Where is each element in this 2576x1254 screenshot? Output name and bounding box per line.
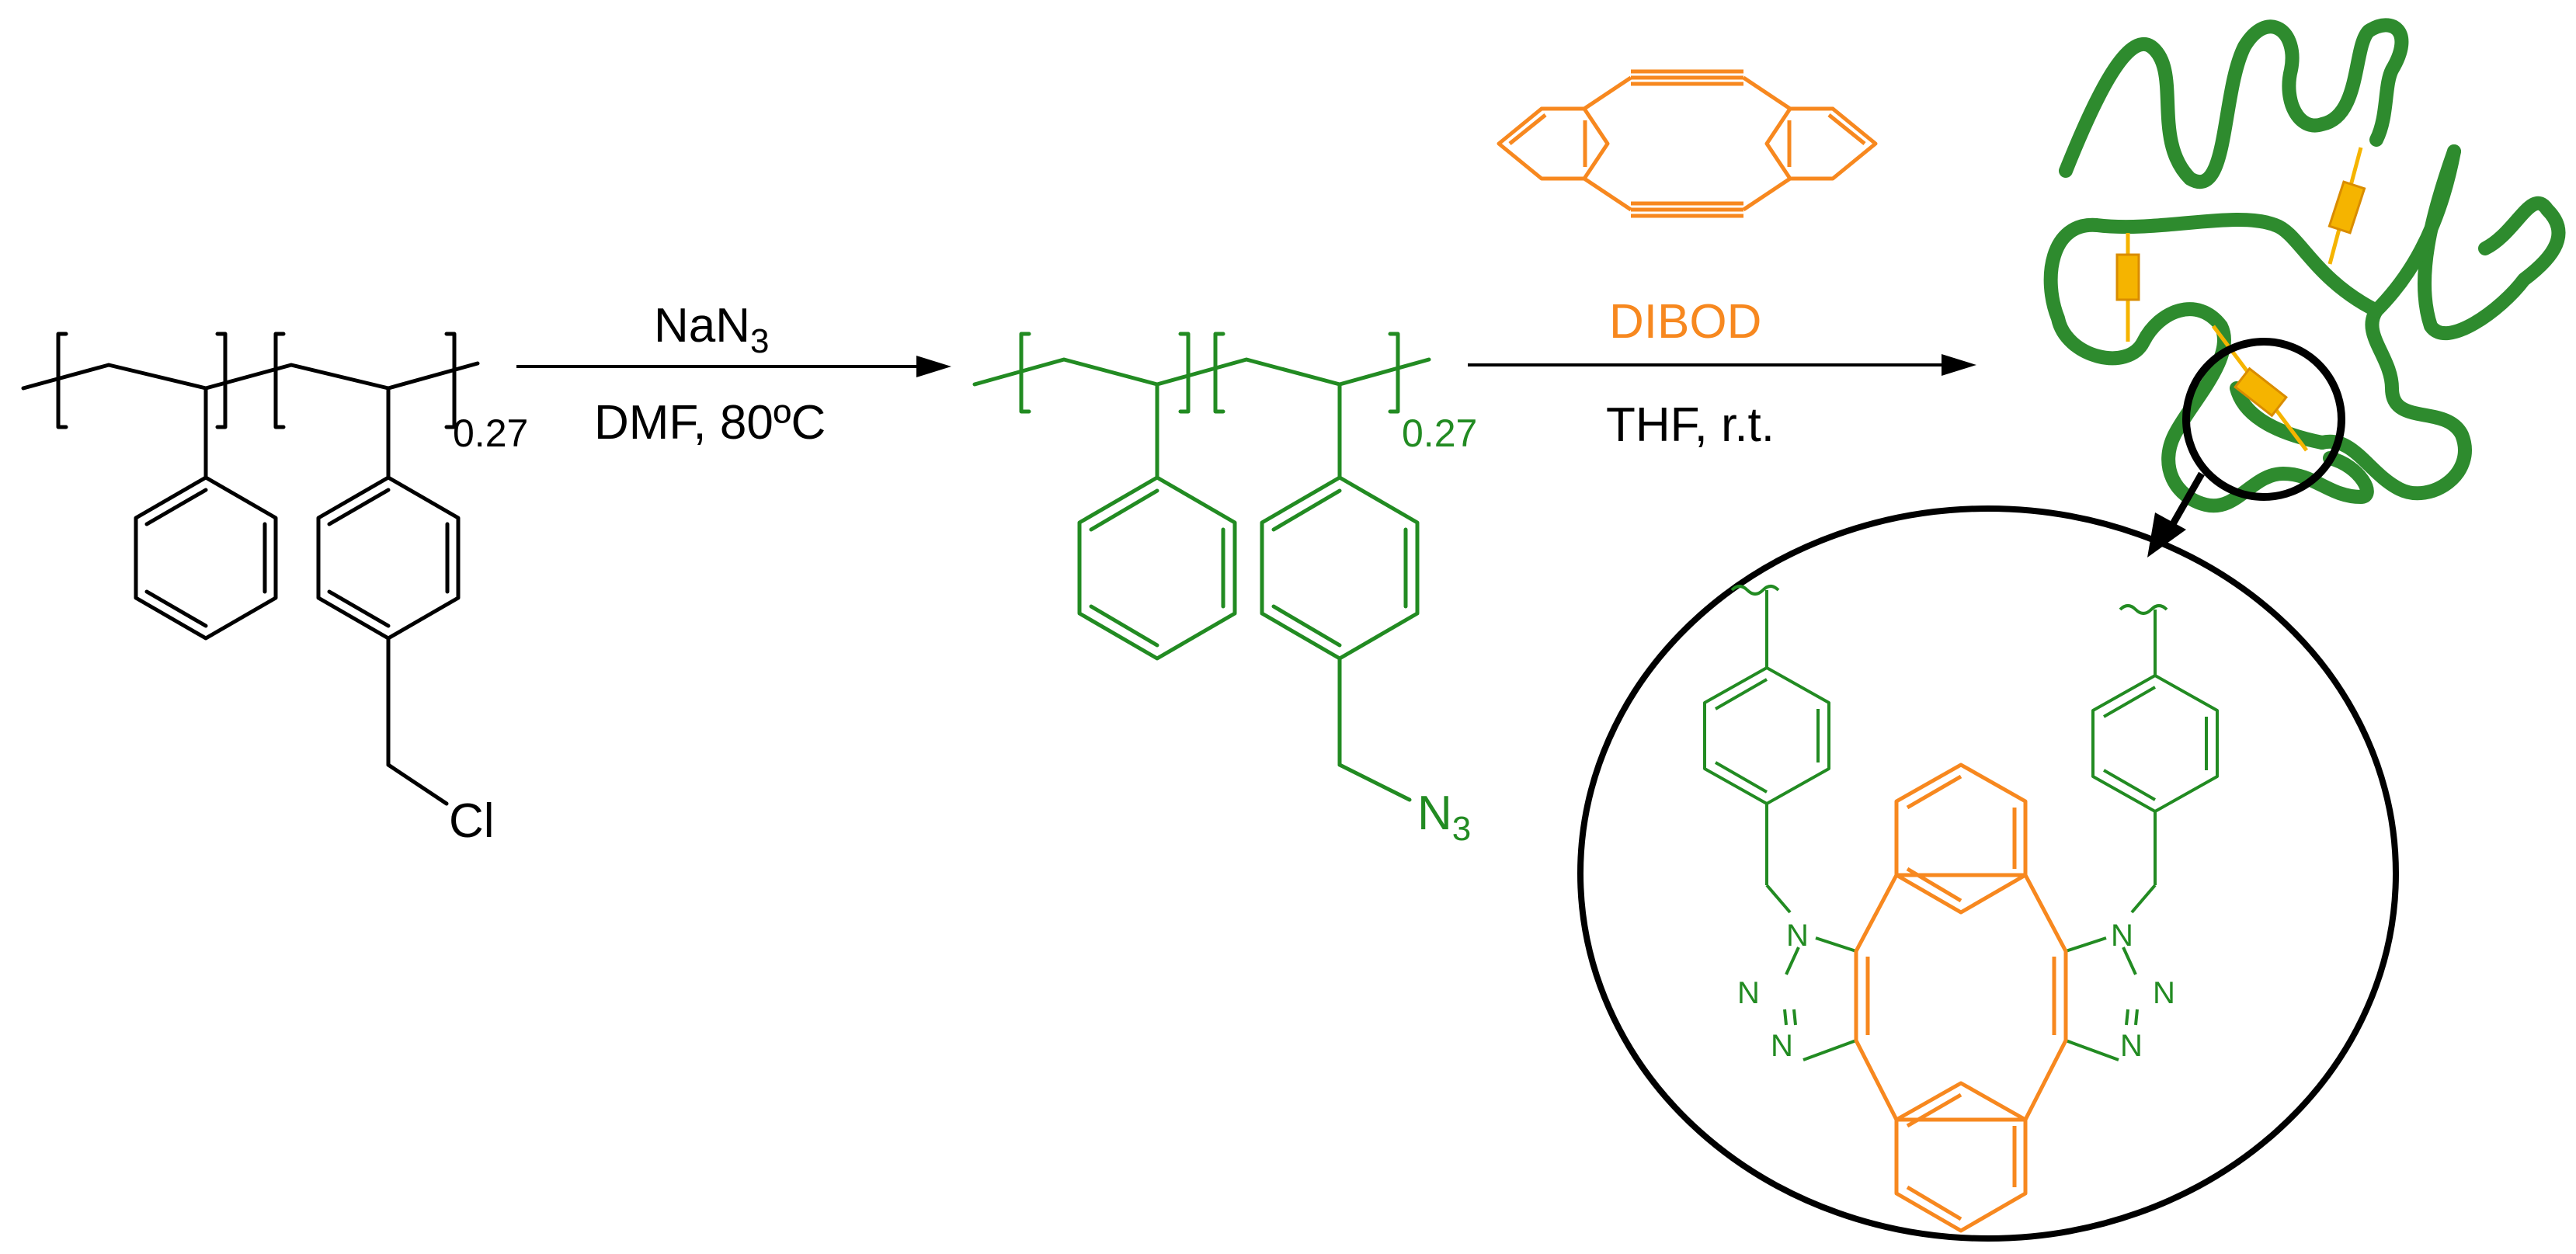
azide-label: N3: [1417, 787, 1471, 848]
zoom-circle: [1577, 505, 2399, 1242]
azide-copolymer-subscript: 0.27: [1402, 412, 1477, 455]
nitrogen-right-2: N: [2153, 976, 2175, 1010]
step2-conditions: THF, r.t.: [1606, 398, 1775, 452]
nitrogen-left-3: N: [1771, 1029, 1793, 1063]
crosslinked-chain: [2043, 18, 2566, 513]
nitrogen-left-2: N: [1737, 976, 1760, 1010]
dibod-structure: [1497, 69, 1878, 218]
step1-conditions: DMF, 80ºC: [594, 396, 826, 450]
reaction-arrow-1: [516, 356, 951, 377]
azide-copolymer: [972, 332, 1431, 802]
starting-copolymer: [21, 332, 480, 806]
copolymer-subscript: 0.27: [453, 412, 528, 455]
dibod-name: DIBOD: [1609, 295, 1761, 349]
reagent-sodium-azide: NaN3: [654, 299, 770, 360]
zoom-detail-green: [1703, 585, 2219, 1061]
nitrogen-right-1: N: [2111, 919, 2133, 953]
nitrogen-left-1: N: [1786, 919, 1809, 953]
chloride-label: Cl: [449, 794, 495, 848]
zoom-pointer-arrow: [2147, 471, 2205, 558]
magnifier-circle: [2182, 338, 2345, 501]
nitrogen-right-3: N: [2120, 1029, 2143, 1063]
triazole-crosslinks: [2115, 147, 2366, 452]
zoom-detail-orange: [1854, 762, 2068, 1233]
reaction-arrow-2: [1468, 354, 1976, 376]
